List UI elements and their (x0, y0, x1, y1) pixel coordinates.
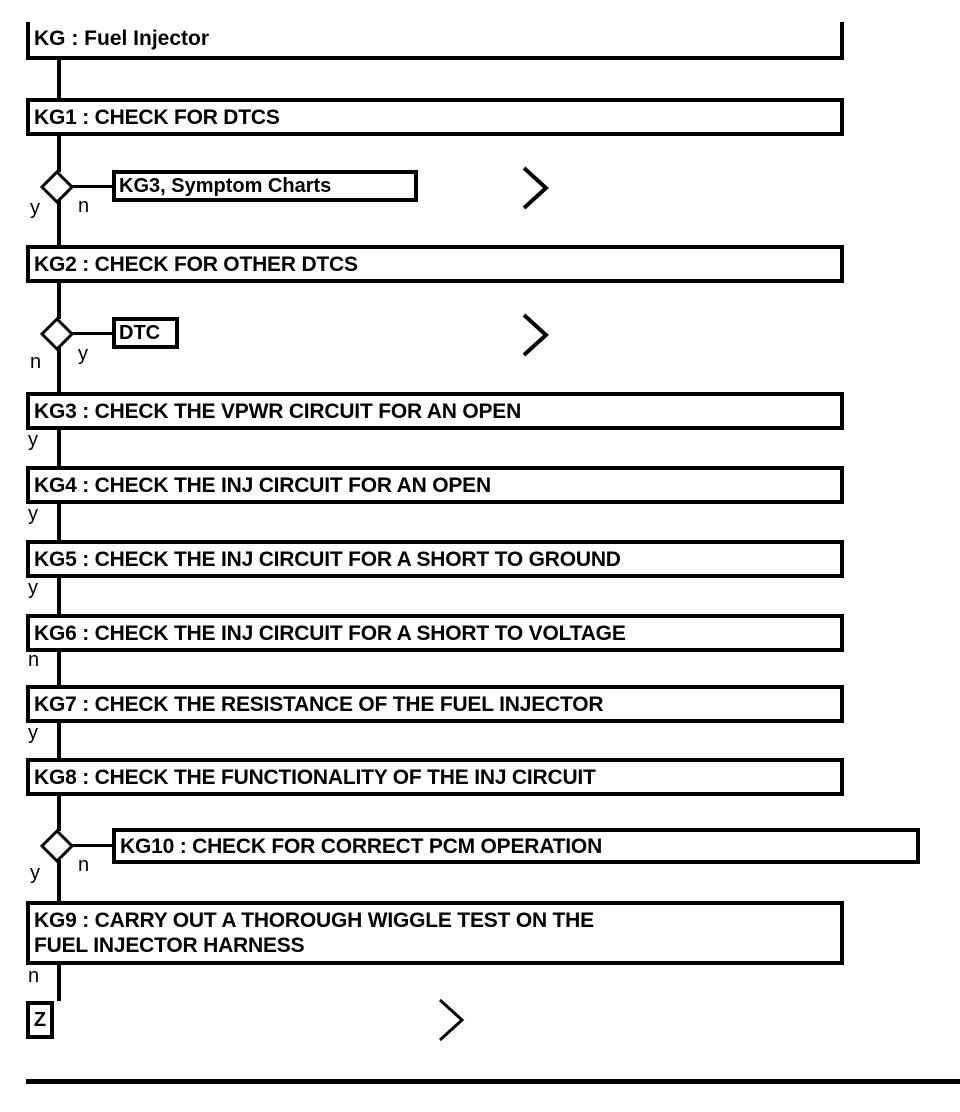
step-box-kg6[interactable]: KG6 : CHECK THE INJ CIRCUIT FOR A SHORT … (26, 614, 844, 652)
branch-label-kg4-out: y (28, 503, 38, 525)
step-label-kg7: KG7 : CHECK THE RESISTANCE OF THE FUEL I… (34, 692, 604, 716)
decision-diamond-icon-2[interactable] (40, 317, 74, 351)
chevron-right-icon-2 (518, 311, 552, 359)
branch-line-decision2-yes (72, 332, 114, 335)
step-box-kg2[interactable]: KG2 : CHECK FOR OTHER DTCS (26, 245, 844, 283)
step-label-kg3: KG3 : CHECK THE VPWR CIRCUIT FOR AN OPEN (34, 399, 522, 423)
step-label-kg8: KG8 : CHECK THE FUNCTIONALITY OF THE INJ… (34, 765, 596, 789)
branch-label-decision3-no: n (78, 854, 90, 876)
step-label-kg4: KG4 : CHECK THE INJ CIRCUIT FOR AN OPEN (34, 473, 491, 497)
decision-diamond-icon-1[interactable] (40, 170, 74, 204)
step-box-kg3[interactable]: KG3 : CHECK THE VPWR CIRCUIT FOR AN OPEN (26, 392, 844, 430)
branch-label-kg7-out: y (28, 722, 38, 744)
decision-diamond-icon-3[interactable] (40, 829, 74, 863)
branch-label-decision2-yes: y (78, 343, 88, 365)
page-bottom-rule (26, 1079, 960, 1084)
step-label-kg5: KG5 : CHECK THE INJ CIRCUIT FOR A SHORT … (34, 547, 621, 571)
connector-kg4-to-kg5 (57, 504, 61, 540)
branch-label-decision1-no: n (78, 195, 90, 217)
reference-label-symptom-charts: KG3, Symptom Charts (119, 175, 332, 197)
connector-kg2-to-decision2 (57, 283, 61, 319)
branch-label-decision3-yes: y (30, 862, 40, 884)
step-box-kg7[interactable]: KG7 : CHECK THE RESISTANCE OF THE FUEL I… (26, 685, 844, 723)
step-box-kg4[interactable]: KG4 : CHECK THE INJ CIRCUIT FOR AN OPEN (26, 466, 844, 504)
flowchart-title-box: KG : Fuel Injector (26, 22, 844, 60)
step-box-kg5[interactable]: KG5 : CHECK THE INJ CIRCUIT FOR A SHORT … (26, 540, 844, 578)
step-label-kg9: KG9 : CARRY OUT A THOROUGH WIGGLE TEST O… (34, 909, 594, 957)
connector-kg9-to-terminator (57, 965, 61, 1001)
connector-kg6-to-kg7 (57, 652, 61, 685)
reference-box-terminator-z[interactable]: Z (26, 1001, 54, 1039)
reference-box-dtc[interactable]: DTC (112, 317, 179, 349)
branch-label-decision2-no: n (30, 351, 42, 373)
step-box-kg1[interactable]: KG1 : CHECK FOR DTCS (26, 98, 844, 136)
connector-kg8-to-decision3 (57, 796, 61, 831)
step-label-kg2: KG2 : CHECK FOR OTHER DTCS (34, 252, 358, 276)
step-box-kg10[interactable]: KG10 : CHECK FOR CORRECT PCM OPERATION (112, 828, 920, 864)
step-label-kg1: KG1 : CHECK FOR DTCS (34, 105, 280, 129)
connector-decision1-to-kg2 (57, 200, 61, 245)
reference-box-symptom-charts[interactable]: KG3, Symptom Charts (112, 170, 418, 202)
branch-label-kg9-out: n (28, 965, 40, 987)
reference-label-dtc: DTC (119, 322, 161, 344)
connector-decision3-to-kg9 (57, 860, 61, 901)
reference-label-terminator-z: Z (33, 1009, 47, 1031)
branch-line-decision3-no (72, 844, 114, 847)
connector-kg7-to-kg8 (57, 723, 61, 758)
flowchart-title-text: KG : Fuel Injector (34, 27, 210, 50)
connector-kg5-to-kg6 (57, 578, 61, 614)
connector-title-to-kg1 (57, 60, 61, 98)
branch-label-kg3-out: y (28, 429, 38, 451)
step-label-kg10: KG10 : CHECK FOR CORRECT PCM OPERATION (120, 834, 603, 858)
step-box-kg8[interactable]: KG8 : CHECK THE FUNCTIONALITY OF THE INJ… (26, 758, 844, 796)
branch-label-kg5-out: y (28, 577, 38, 599)
chevron-right-icon-1 (518, 164, 552, 212)
branch-label-decision1-yes: y (30, 197, 40, 219)
connector-kg3-to-kg4 (57, 430, 61, 466)
connector-kg1-to-decision1 (57, 136, 61, 172)
chevron-right-icon-3 (434, 996, 468, 1044)
step-box-kg9[interactable]: KG9 : CARRY OUT A THOROUGH WIGGLE TEST O… (26, 901, 844, 965)
step-label-kg6: KG6 : CHECK THE INJ CIRCUIT FOR A SHORT … (34, 621, 626, 645)
branch-label-kg6-out: n (28, 649, 40, 671)
branch-line-decision1-no (72, 185, 114, 188)
connector-decision2-to-kg3 (57, 347, 61, 392)
